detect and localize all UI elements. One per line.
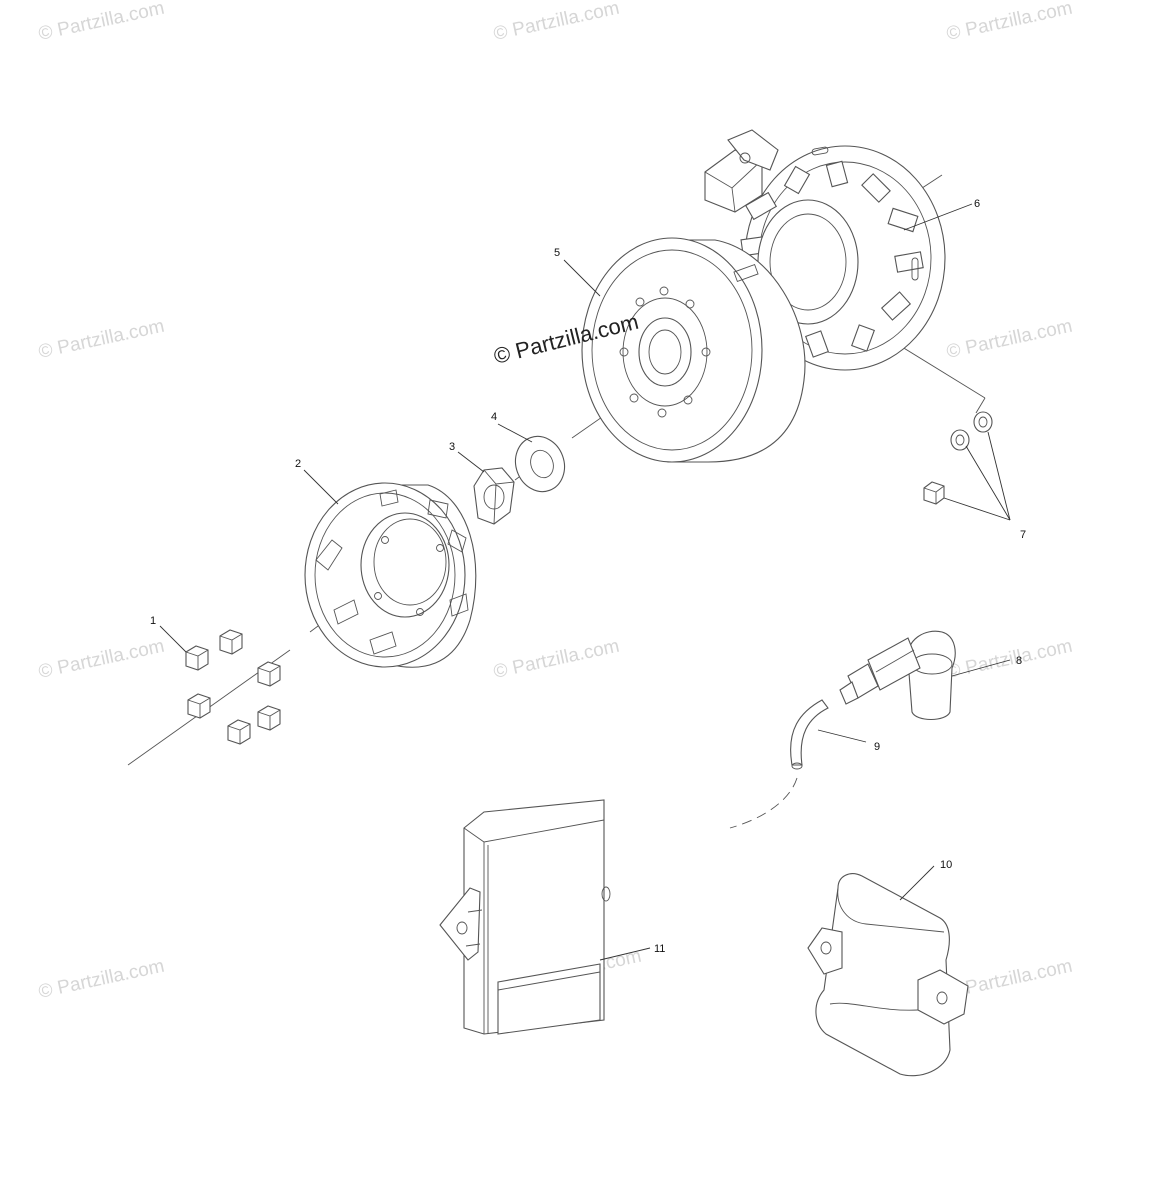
watermark: © Partzilla.com	[37, 0, 167, 45]
callout-9[interactable]: 9	[874, 741, 880, 753]
callout-4[interactable]: 4	[491, 411, 497, 423]
watermark: © Partzilla.com	[945, 316, 1075, 363]
callout-labels: 1 2 3 4 5 6 7 8 9 10 11	[150, 198, 1026, 955]
watermark: © Partzilla.com	[492, 0, 622, 45]
spark-plug-cap[interactable]	[839, 630, 956, 721]
ignition-wire[interactable]	[729, 699, 829, 829]
callout-7[interactable]: 7	[1020, 529, 1026, 541]
callout-1[interactable]: 1	[150, 615, 156, 627]
starter-cup-windows	[315, 489, 469, 655]
callout-11[interactable]: 11	[654, 943, 665, 955]
starter-cup[interactable]	[304, 482, 477, 668]
washer[interactable]	[508, 429, 572, 498]
callout-2[interactable]: 2	[295, 458, 301, 470]
watermark: © Partzilla.com	[37, 316, 167, 363]
stator-teeth	[740, 160, 924, 358]
bolt	[219, 629, 243, 655]
leader-lines	[159, 203, 1011, 961]
bolt	[187, 693, 211, 719]
callout-5[interactable]: 5	[554, 247, 560, 259]
callout-6[interactable]: 6	[974, 198, 980, 210]
watermark: © Partzilla.com	[945, 0, 1075, 45]
screw-washer-set[interactable]	[923, 411, 993, 505]
bolt	[257, 705, 281, 731]
bolt	[227, 719, 251, 745]
bolt	[185, 645, 209, 671]
watermark: © Partzilla.com	[945, 636, 1075, 683]
cdi-module[interactable]	[439, 799, 611, 1035]
callout-3[interactable]: 3	[449, 441, 455, 453]
callout-8[interactable]: 8	[1016, 655, 1022, 667]
watermark: © Partzilla.com	[37, 956, 167, 1003]
flywheel-bolt-holes	[619, 286, 711, 418]
stator-pickup	[704, 129, 779, 213]
ignition-coil[interactable]	[807, 873, 969, 1077]
flywheel[interactable]	[581, 237, 806, 463]
nut[interactable]	[473, 467, 515, 525]
callout-10[interactable]: 10	[940, 859, 952, 871]
bolt	[257, 661, 281, 687]
watermark: © Partzilla.com	[492, 636, 622, 683]
watermark: © Partzilla.com	[37, 636, 167, 683]
bolt-group[interactable]	[185, 629, 281, 745]
